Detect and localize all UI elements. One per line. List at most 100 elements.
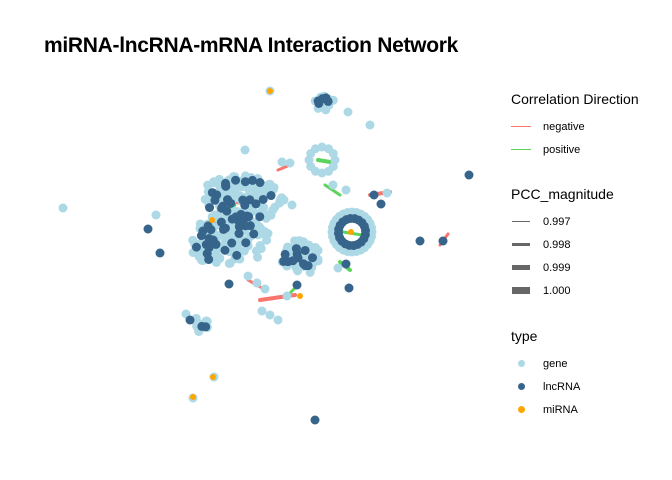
gene-node[interactable] <box>273 315 283 325</box>
gene-node[interactable] <box>292 264 302 274</box>
positive-edge <box>316 158 332 164</box>
negative-line-key <box>511 126 531 127</box>
lncrna-node[interactable] <box>216 217 226 227</box>
lncrna-node[interactable] <box>222 206 232 216</box>
gene-node[interactable] <box>204 195 214 205</box>
mirna-node[interactable] <box>190 394 196 400</box>
gene-node[interactable] <box>279 195 289 205</box>
gene-node[interactable] <box>333 263 343 273</box>
lncrna-node[interactable] <box>227 238 237 248</box>
lncrna-node[interactable] <box>464 170 474 180</box>
lncrna-node[interactable] <box>247 175 257 185</box>
lncrna-node[interactable] <box>206 225 216 235</box>
legend-label: negative <box>543 120 585 133</box>
gene-node[interactable] <box>257 306 267 316</box>
lncrna-node[interactable] <box>317 94 327 104</box>
lncrna-node[interactable] <box>205 203 215 213</box>
lncrna-node[interactable] <box>376 199 386 209</box>
gene-node[interactable] <box>239 246 249 256</box>
lncrna-node[interactable] <box>238 195 248 205</box>
gene-node[interactable] <box>195 219 205 229</box>
gene-node[interactable] <box>321 105 331 115</box>
gene-node[interactable] <box>256 244 266 254</box>
lncrna-node[interactable] <box>224 279 234 289</box>
lncrna-node[interactable] <box>415 236 425 246</box>
lncrna-node[interactable] <box>310 415 320 425</box>
lncrna-node[interactable] <box>344 283 354 293</box>
lncrna-node[interactable] <box>221 180 231 190</box>
gene-node[interactable] <box>343 107 353 117</box>
lncrna-node[interactable] <box>341 259 351 269</box>
gene-node[interactable] <box>328 180 338 190</box>
legend-label: gene <box>543 357 568 370</box>
gene-node[interactable] <box>268 205 278 215</box>
mirna-node[interactable] <box>348 229 354 235</box>
lncrna-node[interactable] <box>234 229 244 239</box>
lncrna-node[interactable] <box>258 194 268 204</box>
lncrna-node[interactable] <box>438 236 448 246</box>
gene-node[interactable] <box>262 235 272 245</box>
gene-node[interactable] <box>277 157 287 167</box>
lncrna-node[interactable] <box>245 221 255 231</box>
gene-node[interactable] <box>151 210 161 220</box>
lncrna-node[interactable] <box>308 253 318 263</box>
lncrna-node[interactable] <box>249 229 259 239</box>
mirna-node[interactable] <box>297 293 303 299</box>
lncrna-node[interactable] <box>280 249 290 259</box>
gene-node[interactable] <box>287 200 297 210</box>
lncrna-node[interactable] <box>369 190 379 200</box>
gene-node[interactable] <box>365 120 375 130</box>
gene-node[interactable] <box>328 148 338 158</box>
gene-node[interactable] <box>203 180 213 190</box>
gene-node[interactable] <box>251 190 261 200</box>
gene-node[interactable] <box>224 258 234 268</box>
lncrna-node[interactable] <box>300 245 310 255</box>
gene-node[interactable] <box>252 278 262 288</box>
magnitude-key <box>512 243 530 246</box>
lncrna-node[interactable] <box>207 188 217 198</box>
gene-node[interactable] <box>382 188 392 198</box>
gene-node[interactable] <box>265 310 275 320</box>
lncrna-node[interactable] <box>303 261 313 271</box>
lncrna-node[interactable] <box>220 245 230 255</box>
lncrna-node[interactable] <box>210 195 220 205</box>
lncrna-node[interactable] <box>266 191 276 201</box>
lncrna-node[interactable] <box>288 256 298 266</box>
gene-node[interactable] <box>282 291 292 301</box>
gene-node[interactable] <box>260 284 270 294</box>
lncrna-node[interactable] <box>231 175 241 185</box>
lncrna-node[interactable] <box>143 224 153 234</box>
lncrna-node[interactable] <box>185 315 195 325</box>
gene-node[interactable] <box>243 271 253 281</box>
lncrna-node[interactable] <box>226 198 236 208</box>
lncrna-node[interactable] <box>234 216 244 226</box>
lncrna-node[interactable] <box>240 177 250 187</box>
lncrna-node[interactable] <box>255 212 265 222</box>
lncrna-node[interactable] <box>207 239 217 249</box>
lncrna-node[interactable] <box>191 242 201 252</box>
lncrna-node[interactable] <box>361 225 371 235</box>
gene-node[interactable] <box>260 227 270 237</box>
lncrna-node[interactable] <box>202 249 212 259</box>
gene-node[interactable] <box>285 158 295 168</box>
gene-node[interactable] <box>297 238 307 248</box>
gene-node[interactable] <box>58 203 68 213</box>
lncrna-node[interactable] <box>245 195 255 205</box>
gene-node[interactable] <box>341 185 351 195</box>
lncrna-node[interactable] <box>241 238 251 248</box>
lncrna-node[interactable] <box>196 231 206 241</box>
gene-node[interactable] <box>240 145 250 155</box>
lncrna-node[interactable] <box>292 280 302 290</box>
mirna-node[interactable] <box>210 374 216 380</box>
legend-correlation-direction: Correlation Direction negative positive <box>511 91 639 161</box>
lncrna-node[interactable] <box>255 178 265 188</box>
gene-node[interactable] <box>226 188 236 198</box>
positive-line-key <box>511 149 531 150</box>
mirna-node[interactable] <box>209 217 215 223</box>
gene-node[interactable] <box>313 245 323 255</box>
gene-node[interactable] <box>282 243 292 253</box>
lncrna-node[interactable] <box>155 248 165 258</box>
lncrna-node[interactable] <box>232 250 242 260</box>
mirna-node[interactable] <box>267 88 273 94</box>
lncrna-node[interactable] <box>201 322 211 332</box>
